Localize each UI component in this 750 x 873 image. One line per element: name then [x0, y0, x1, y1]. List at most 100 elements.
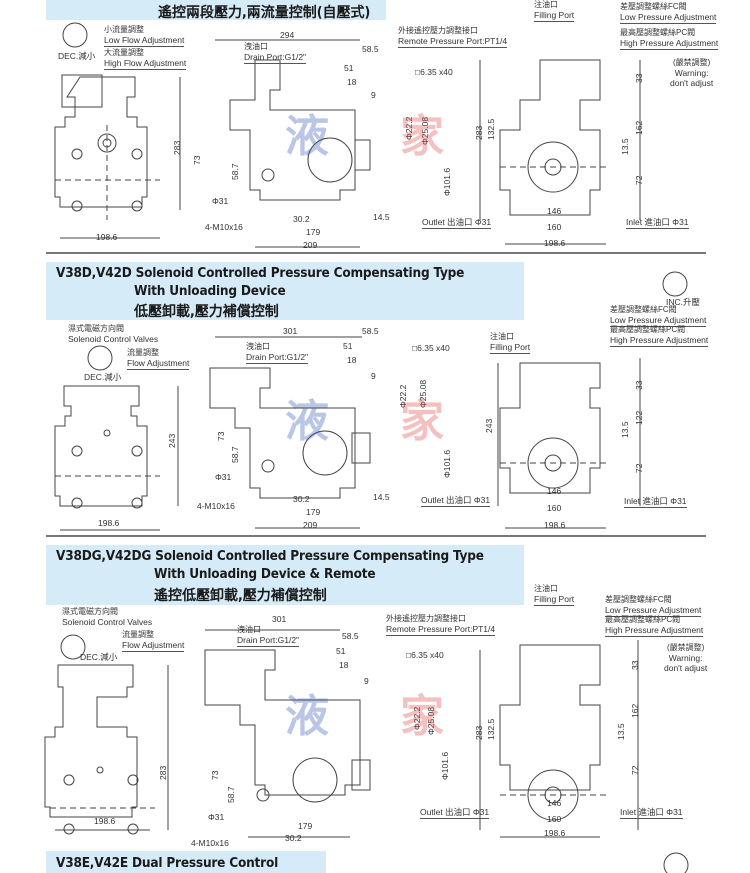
dim-51: 51: [336, 646, 346, 656]
section-v38dg: V38DG,V42DG Solenoid Controlled Pressure…: [0, 540, 750, 848]
flow-adjustment-label: 流量調整 Flow Adjustment: [127, 348, 190, 370]
dim-58-5: 58.5: [342, 631, 359, 641]
watermark: 液: [285, 691, 329, 742]
dim-front-height: 283: [172, 140, 182, 155]
dim-73: 73: [192, 155, 202, 165]
rotation-arrow-icon: [663, 852, 689, 873]
dim-rear-160: 160: [547, 503, 562, 513]
dim-14-5: 14.5: [373, 492, 390, 502]
section-remote-two-stage: 遙控兩段壓力,兩流量控制(自壓式): [0, 0, 750, 255]
remote-port-label: 外接遙控壓力調整接口 Remote Pressure Port:PT1/4: [398, 26, 508, 48]
dim-162: 162: [634, 120, 644, 135]
bolts-label: 4-M10x16: [197, 501, 235, 511]
front-view-outline: [54, 385, 148, 507]
solenoid-valves-label: 濕式電磁方向閥 Solenoid Control Valves: [62, 607, 153, 627]
dim-51: 51: [344, 63, 354, 73]
watermark: 家: [400, 691, 444, 742]
outlet-label: Outlet 出油口 Φ31: [420, 807, 490, 819]
front-view-outline: [44, 664, 138, 818]
port-phi-label: Φ31: [215, 472, 232, 482]
inlet-label: Inlet 進油口 Φ31: [620, 807, 683, 819]
filling-port-label: 注油口 Filling Port: [534, 584, 575, 606]
section-banner: V38DG,V42DG Solenoid Controlled Pressure…: [46, 545, 524, 605]
dim-rear-198-6: 198.6: [544, 238, 566, 248]
remote-port-label: 外接遙控壓力調整接口 Remote Pressure Port:PT1/4: [386, 614, 496, 636]
dim-179: 179: [306, 507, 321, 517]
outlet-label: Outlet 出油口 Φ31: [422, 217, 492, 229]
dim-30-2: 30.2: [285, 833, 302, 843]
dim-209: 209: [303, 520, 318, 530]
rear-view-outline: [499, 59, 601, 216]
dim-rear-height: 283: [474, 725, 484, 740]
rotation-label: DEC.減小: [80, 652, 118, 662]
bolts-label: 4-M10x16: [205, 222, 243, 232]
high-flow-label: 大流量調整 High Flow Adjustment: [104, 48, 187, 70]
inlet-label: Inlet 進油口 Φ31: [624, 496, 687, 508]
dim-162: 162: [630, 703, 640, 718]
drain-port-label: 洩油口 Drain Port:G1/2": [237, 625, 300, 647]
section-title-cn: 低壓卸載,壓力補償控制: [134, 304, 279, 320]
rear-view-outline: [499, 644, 601, 791]
rotation-label: DEC.減小: [58, 51, 96, 61]
dim-73: 73: [216, 431, 226, 441]
watermark: 家: [400, 396, 444, 447]
dim-51: 51: [343, 341, 353, 351]
rotation-label: DEC.減小: [84, 372, 122, 382]
dim-30-2: 30.2: [293, 494, 310, 504]
dim-30-2: 30.2: [293, 214, 310, 224]
dim-58-7: 58.7: [230, 163, 240, 180]
dim-209: 209: [303, 240, 318, 250]
section-banner: V38D,V42D Solenoid Controlled Pressure C…: [46, 262, 524, 320]
dim-key: □6.35 x40: [415, 67, 453, 77]
dim-9: 9: [364, 676, 369, 686]
bolts-label: 4-M10x16: [191, 838, 229, 848]
solenoid-valves-label: 濕式電磁方向閥 Solenoid Control Valves: [68, 324, 159, 344]
dim-13-5: 13.5: [616, 723, 626, 740]
dim-key: □6.35 x40: [412, 343, 450, 353]
side-view-outline: [229, 59, 356, 201]
dim-58-7: 58.7: [230, 446, 240, 463]
port-phi-label: Φ31: [212, 196, 229, 206]
dim-18: 18: [339, 660, 349, 670]
flow-adjustment-label: 流量調整 Flow Adjustment: [122, 630, 185, 652]
dim-rear-160: 160: [547, 222, 562, 232]
dim-front-width: 198.6: [98, 518, 120, 528]
dim-132-5: 132.5: [486, 118, 496, 140]
filling-port-label: 注油口 Filling Port: [490, 332, 531, 354]
warning-label: (嚴禁調整) Warning: don't adjust: [664, 643, 708, 673]
dim-front-height: 283: [158, 765, 168, 780]
outlet-label: Outlet 出油口 Φ31: [421, 495, 491, 507]
dim-front-width: 198.6: [96, 232, 118, 242]
dim-179: 179: [306, 227, 321, 237]
dim-overall-length: 301: [283, 326, 298, 336]
dim-58-5: 58.5: [362, 44, 379, 54]
port-phi-label: Φ31: [208, 812, 225, 822]
section-title-line-1: V38E,V42E Dual Pressure Control: [56, 855, 279, 871]
rotation-label-right: INC.升壓: [666, 297, 701, 307]
dim-9: 9: [371, 371, 376, 381]
dim-front-width: 198.6: [94, 816, 116, 826]
drain-port-label: 洩油口 Drain Port:G1/2": [246, 342, 309, 364]
section-banner: V38E,V42E Dual Pressure Control: [46, 851, 326, 873]
dim-phi-101-6: Φ101.6: [440, 751, 450, 780]
watermark: 液: [285, 111, 329, 162]
section-title-line-2: With Unloading Device: [134, 283, 286, 299]
dim-rear-height: 283: [474, 125, 484, 140]
high-pressure-label: 最高壓調整螺絲PC閥 High Pressure Adjustment: [620, 28, 719, 50]
rotation-arrow-icon: [87, 345, 113, 371]
warning-label: (嚴禁調整) Warning: don't adjust: [670, 58, 714, 88]
dim-72: 72: [630, 765, 640, 775]
dim-13-5: 13.5: [620, 421, 630, 438]
watermark: 家: [400, 111, 444, 162]
dim-179: 179: [298, 821, 313, 831]
front-view-outline: [54, 76, 148, 208]
dim-overall-length: 301: [272, 614, 287, 624]
dim-33: 33: [634, 73, 644, 83]
section-v38d: V38D,V42D Solenoid Controlled Pressure C…: [0, 258, 750, 538]
rotation-arrow-icon: [60, 634, 86, 660]
dim-9: 9: [371, 90, 376, 100]
drain-port-label: 洩油口 Drain Port:G1/2": [244, 42, 307, 64]
dim-rear-146: 146: [547, 206, 562, 216]
low-pressure-label: 差壓調整螺絲FC閥 Low Pressure Adjustment: [610, 305, 707, 327]
dim-rear-160: 160: [547, 814, 562, 824]
